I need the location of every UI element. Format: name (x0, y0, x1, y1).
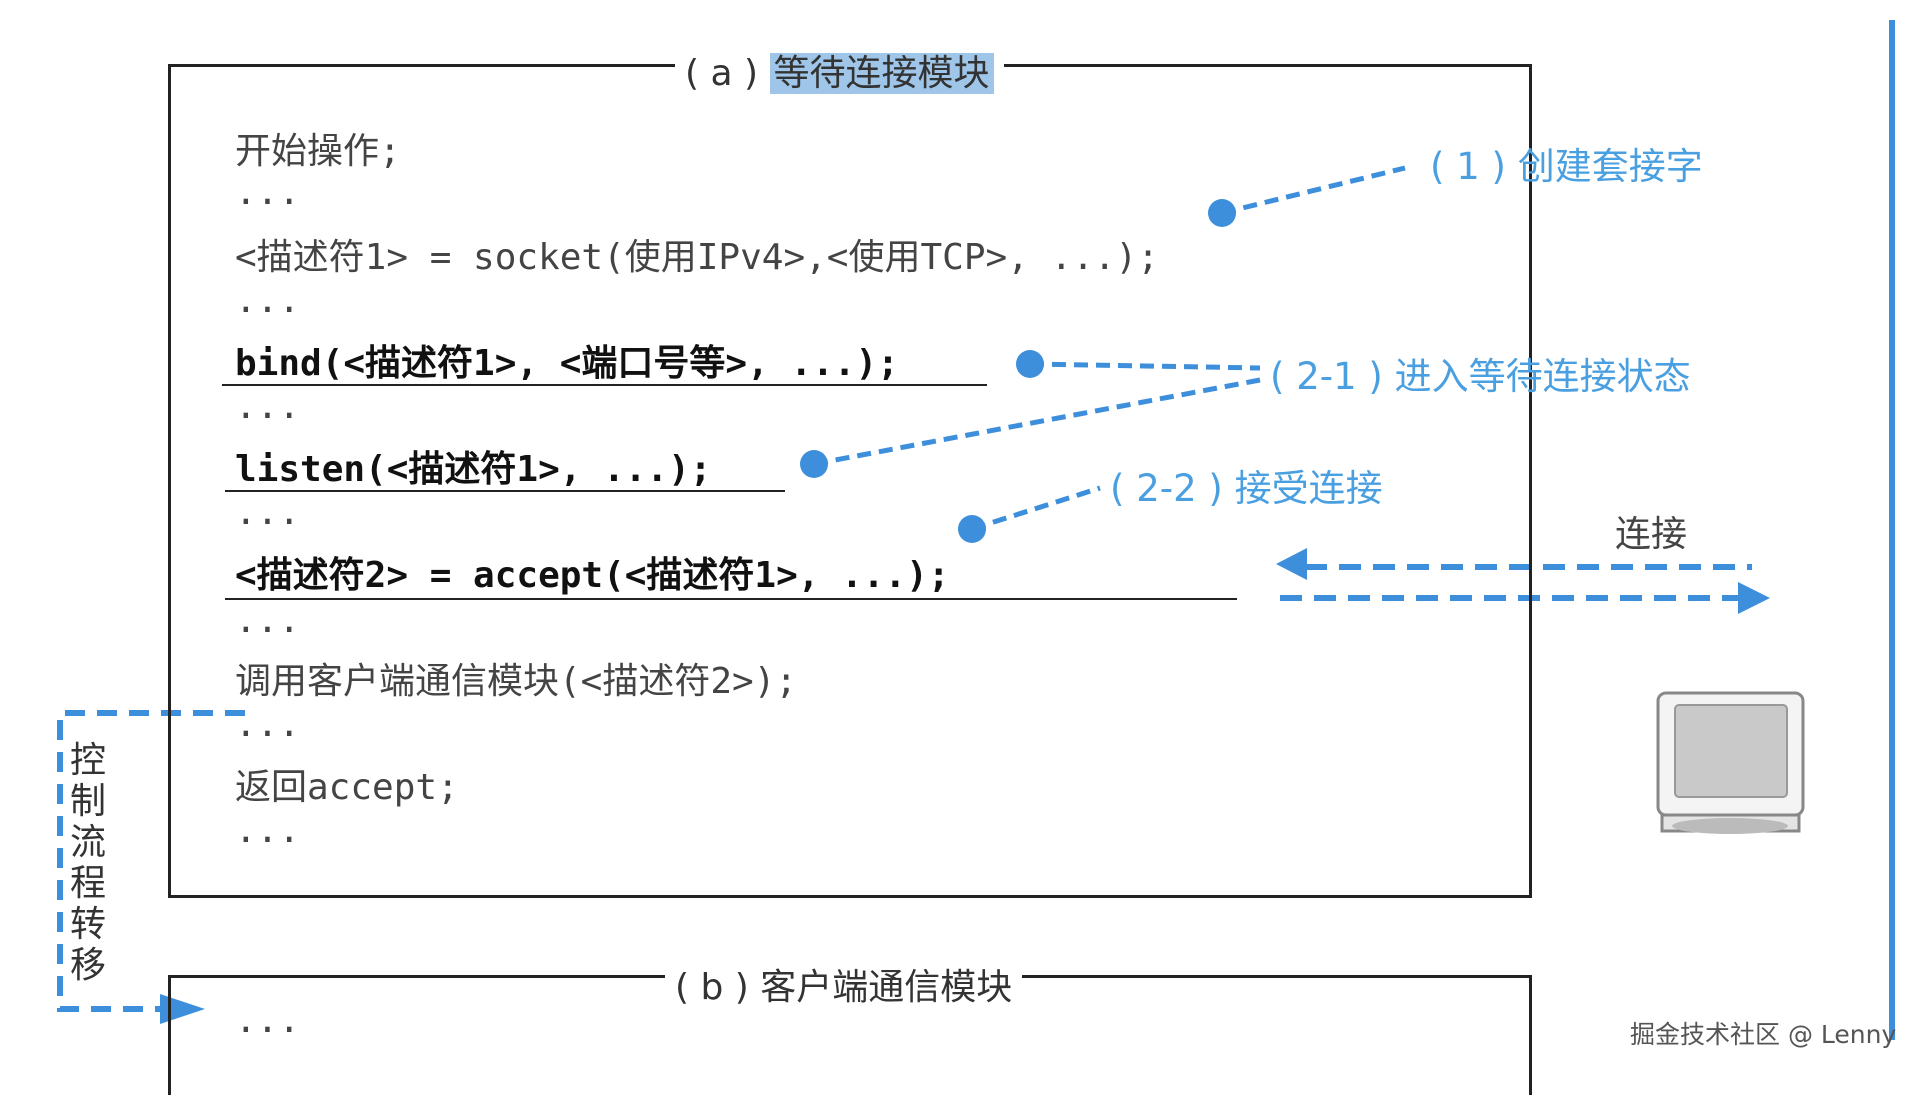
control-flow-path (57, 710, 245, 1012)
code-line: ... (235, 704, 301, 745)
box-a-title-main: 等待连接模块 (769, 53, 994, 94)
computer-icon (1656, 691, 1805, 834)
code-line: ... (235, 1000, 301, 1041)
control-flow-char: 流 (70, 822, 107, 863)
control-flow-char: 移 (70, 945, 107, 986)
watermark: 掘金技术社区 @ Lenny (1630, 1020, 1897, 1049)
code-line-bind: bind(<描述符1>, <端口号等>, ...); (235, 343, 899, 384)
underline-listen (225, 490, 785, 492)
code-line: ... (235, 492, 301, 533)
dot-socket (1208, 199, 1236, 227)
control-flow-char: 制 (70, 781, 107, 822)
connector-listen (813, 377, 1261, 467)
dot-bind (1016, 350, 1044, 378)
control-flow-label: 控 制 流 程 转 移 (70, 740, 115, 986)
code-line-accept: <描述符2> = accept(<描述符1>, ...); (235, 555, 950, 596)
connector-create-socket (1221, 165, 1406, 216)
box-a-title: ( a ) 等待连接模块 (675, 44, 1004, 96)
box-a-title-prefix: ( a ) (685, 53, 759, 94)
code-line: ... (235, 810, 301, 851)
code-line: 开始操作; (235, 131, 401, 172)
annotation-wait-connection: ( 2-1 ) 进入等待连接状态 (1270, 355, 1691, 398)
underline-bind (222, 384, 987, 386)
annotation-create-socket: ( 1 ) 创建套接字 (1430, 145, 1703, 188)
box-b-title: ( b ) 客户端通信模块 (665, 958, 1023, 1010)
diagram-graphics (57, 20, 1895, 1040)
label-connection: 连接 (1615, 514, 1688, 555)
code-line-return: 返回accept; (235, 767, 459, 808)
code-line: ... (235, 600, 301, 641)
dot-listen (800, 450, 828, 478)
connector-accept (971, 485, 1101, 532)
annotation-accept-connection: ( 2-2 ) 接受连接 (1110, 467, 1383, 510)
control-flow-char: 控 (70, 740, 107, 781)
code-line-socket: <描述符1> = socket(使用IPv4>,<使用TCP>, ...); (235, 237, 1159, 278)
connector-bind (1029, 361, 1261, 371)
underline-accept (225, 598, 1237, 600)
code-line: ... (235, 280, 301, 321)
code-line-call-client: 调用客户端通信模块(<描述符2>); (235, 661, 798, 702)
dot-accept (958, 515, 986, 543)
code-line: ... (235, 386, 301, 427)
control-flow-char: 程 (70, 863, 107, 904)
control-flow-char: 转 (70, 904, 107, 945)
connection-arrow-left-head (1276, 548, 1307, 580)
code-line-listen: listen(<描述符1>, ...); (235, 449, 712, 490)
control-flow-arrow-head (160, 994, 205, 1024)
code-line: ... (235, 172, 301, 213)
connection-arrow-right-head (1738, 582, 1770, 614)
